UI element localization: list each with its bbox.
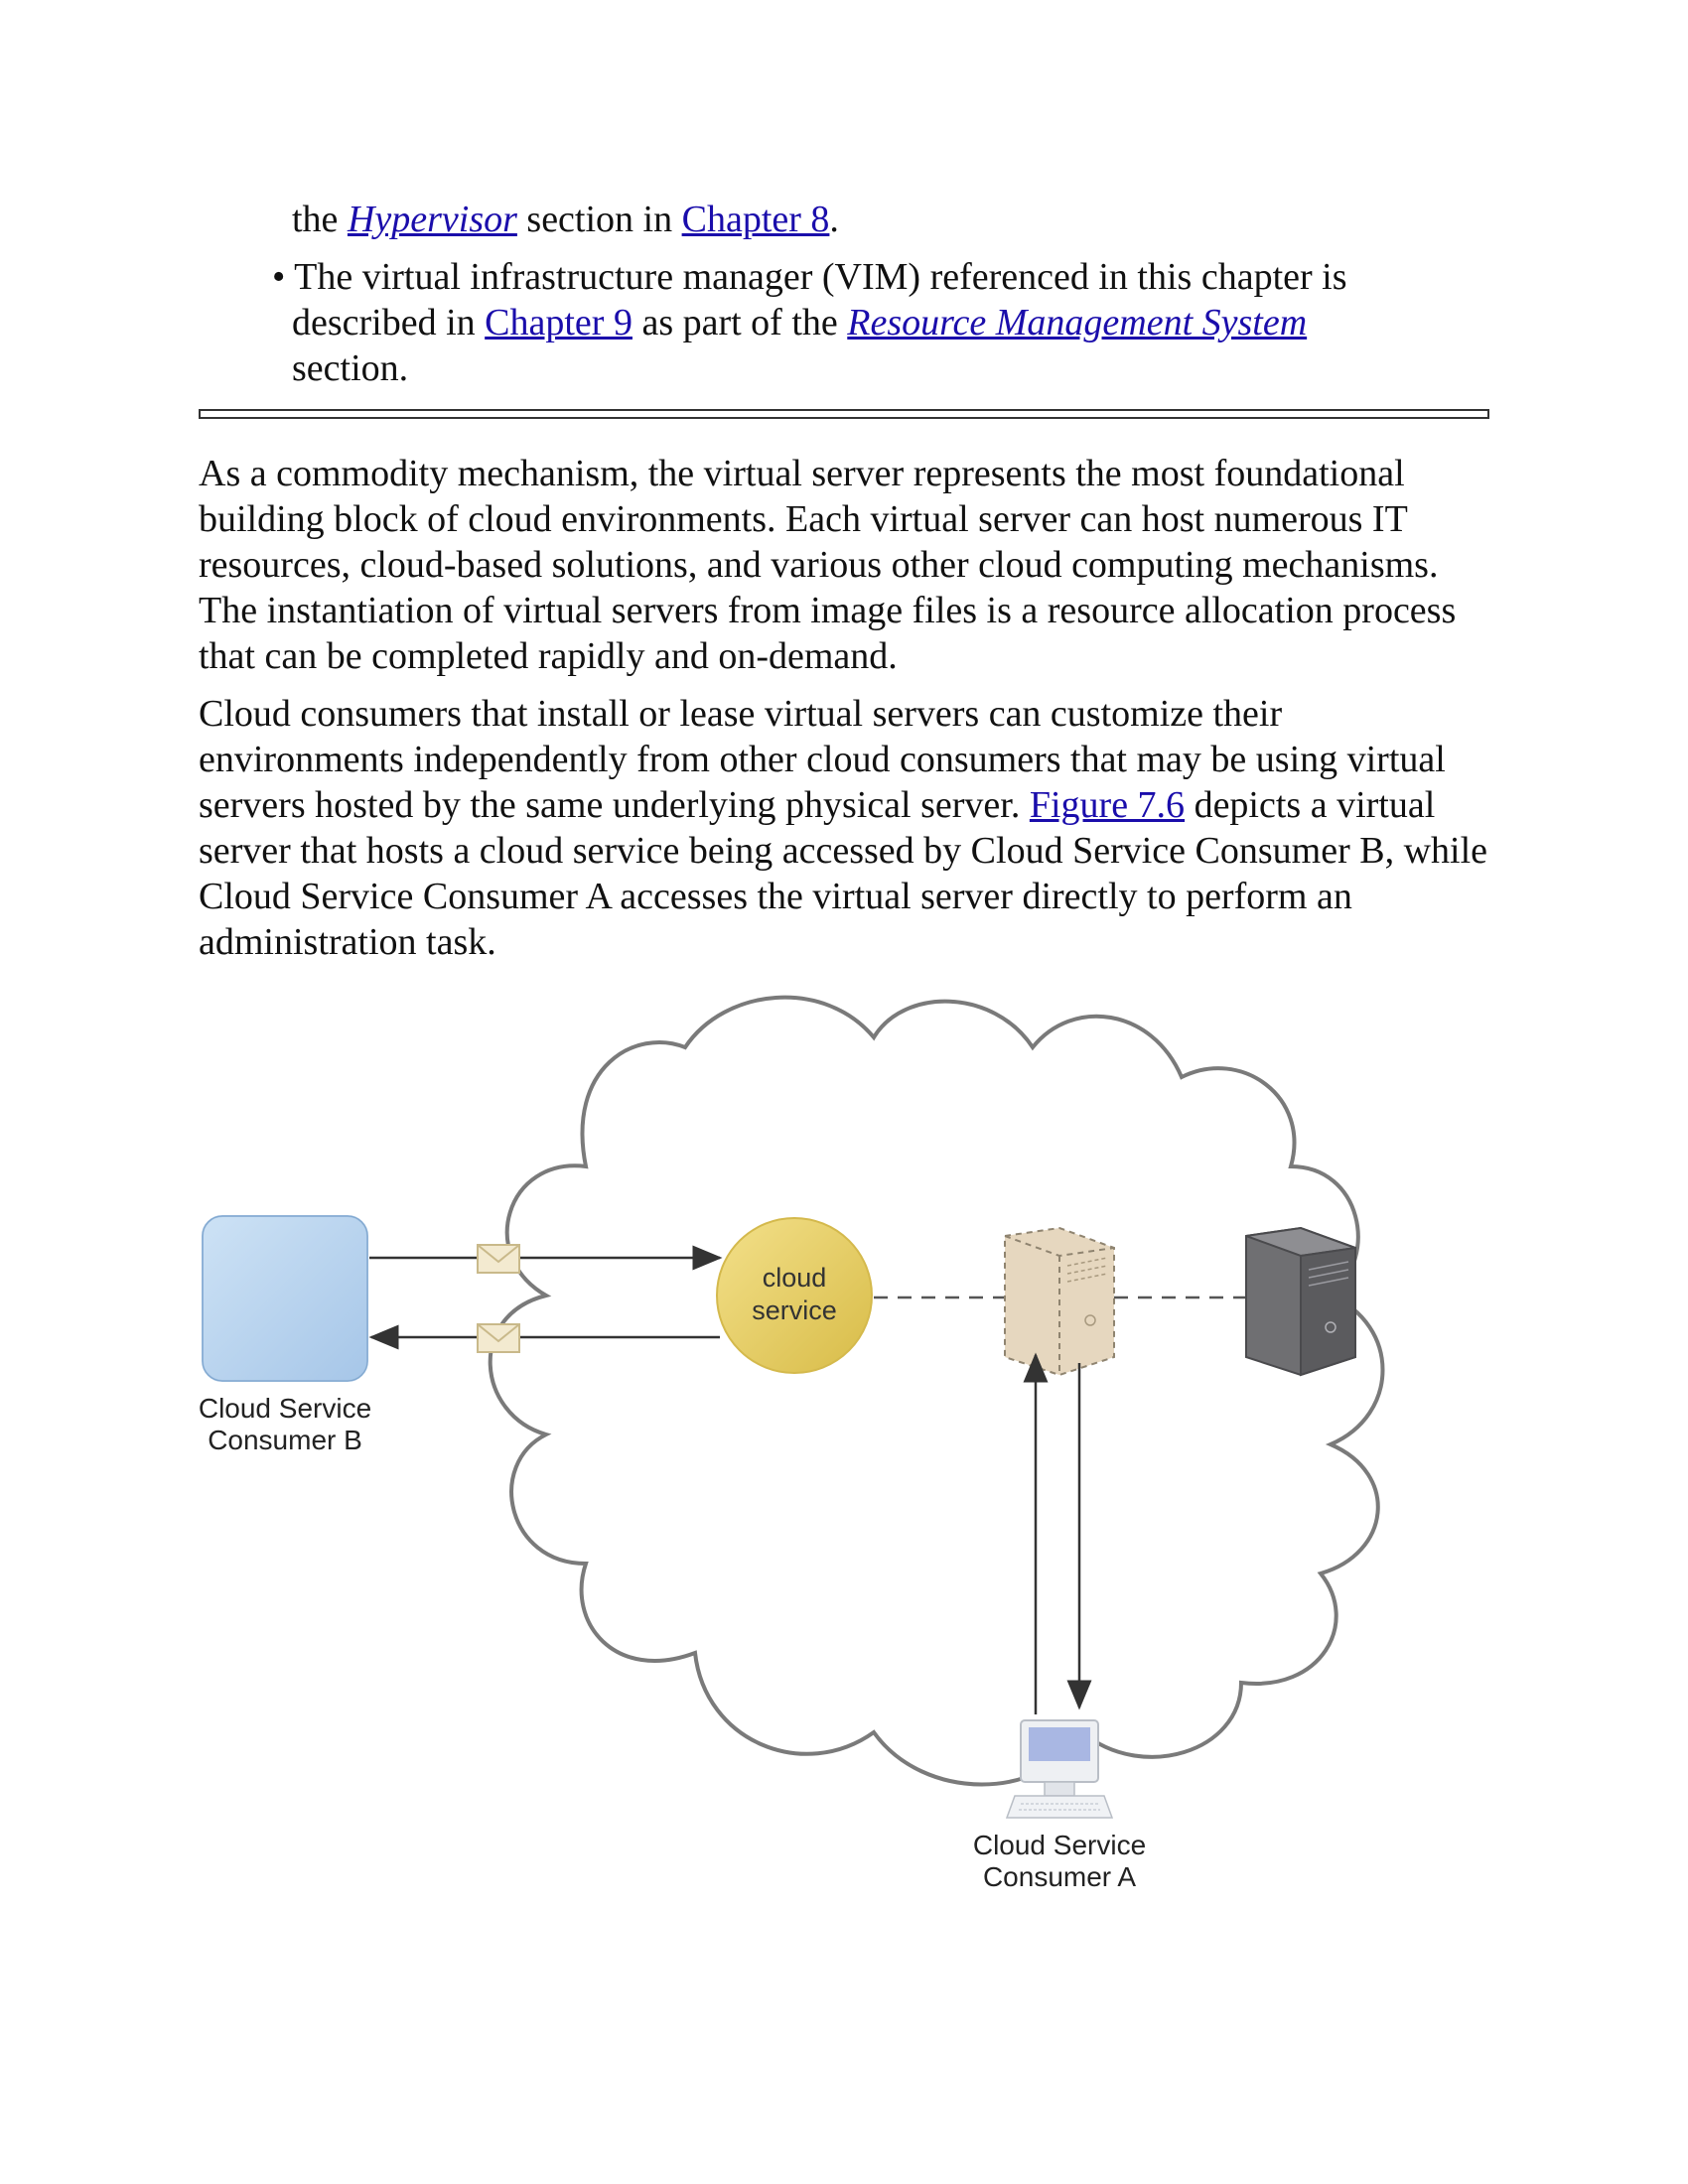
- envelope-icon: [477, 1244, 520, 1274]
- bullet-marker: •: [272, 256, 286, 298]
- note-bottom-rule: [199, 409, 1489, 419]
- note-line-hypervisor: the Hypervisor section in Chapter 8.: [292, 197, 1483, 242]
- hypervisor-link[interactable]: Hypervisor: [347, 199, 517, 240]
- note-text: The virtual infrastructure manager (VIM)…: [285, 256, 1347, 298]
- consumer-a-label-line2: Consumer A: [983, 1861, 1136, 1892]
- note-text: as part of the: [632, 302, 848, 343]
- note-text: section.: [292, 347, 409, 389]
- cloud-outline: [488, 995, 1385, 1787]
- note-text: .: [829, 199, 839, 240]
- consumer-b-label-line2: Consumer B: [208, 1425, 362, 1455]
- consumer-b-icon: [202, 1215, 368, 1382]
- note-text: described in: [292, 302, 486, 343]
- cloud-service-label-line2: service: [752, 1296, 837, 1325]
- paragraph-text: depicts a virtual server that hosts a cl…: [199, 784, 1487, 963]
- virtual-server-figure: Cloud Service Consumer B cloud service: [199, 995, 1385, 1892]
- cloud-service-label-line1: cloud: [763, 1263, 827, 1293]
- consumer-b-label-line1: Cloud Service: [199, 1393, 371, 1424]
- note-bullet-vim: • The virtual infrastructure manager (VI…: [272, 254, 1483, 391]
- figure-7-6-link[interactable]: Figure 7.6: [1029, 784, 1186, 826]
- resource-management-system-link[interactable]: Resource Management System: [847, 302, 1308, 343]
- paragraph-cloud-consumers: Cloud consumers that install or lease vi…: [199, 691, 1489, 965]
- workstation-icon: [1005, 1719, 1114, 1819]
- cloud-service-icon: [716, 1217, 873, 1374]
- consumer-a-label-line1: Cloud Service: [973, 1830, 1146, 1860]
- chapter-9-link[interactable]: Chapter 9: [485, 302, 633, 343]
- physical-server-icon: [1245, 1226, 1356, 1377]
- paragraph-text: Cloud consumers that install or lease vi…: [199, 693, 1446, 826]
- paragraph-commodity-mechanism: As a commodity mechanism, the virtual se…: [199, 453, 1457, 677]
- envelope-icon: [477, 1323, 520, 1353]
- note-text: the: [292, 199, 348, 240]
- note-text: section in: [516, 199, 682, 240]
- chapter-8-link[interactable]: Chapter 8: [681, 199, 830, 240]
- virtual-server-icon: [1004, 1226, 1115, 1377]
